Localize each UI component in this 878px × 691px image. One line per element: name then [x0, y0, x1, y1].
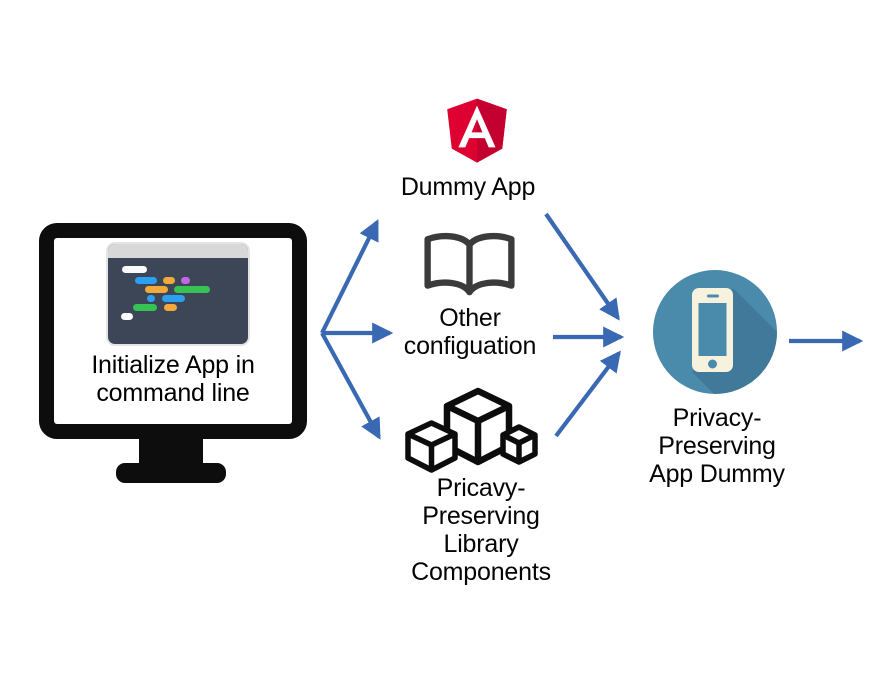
code-line: [145, 286, 168, 293]
node-label-library-components: Pricavy- Preserving Library Components: [371, 474, 591, 586]
node-label-initialize-app: Initialize App in command line: [54, 351, 292, 407]
code-line: [133, 304, 157, 311]
node-label-privacy-app-dummy: Privacy- Preserving App Dummy: [607, 404, 827, 488]
label-line: configuation: [403, 332, 537, 360]
label-line: Preserving: [658, 432, 776, 460]
node-label-dummy-app: Dummy App: [358, 173, 578, 201]
label-line: Privacy-: [672, 404, 762, 432]
code-line: [147, 295, 155, 302]
terminal-titlebar: [108, 244, 248, 258]
angular-logo-icon: [447, 98, 507, 163]
label-line: Preserving: [422, 502, 540, 530]
terminal-window-icon: [108, 244, 248, 344]
code-line: [164, 304, 177, 311]
node-label-other-configuration: Other configuation: [360, 304, 580, 360]
label-line: Pricavy-: [436, 474, 526, 502]
phone-icon: [692, 288, 733, 372]
code-line: [174, 286, 210, 293]
code-line: [122, 266, 147, 273]
cubes-icon: [405, 387, 538, 473]
code-line: [163, 277, 175, 284]
label-line: Library: [443, 530, 519, 558]
label-line: App Dummy: [649, 460, 785, 488]
monitor-stand-base: [116, 463, 226, 483]
label-line: Components: [411, 558, 551, 586]
arrow-dummy-app-to-privacy: [544, 212, 620, 321]
monitor-icon: Initialize App in command line: [39, 223, 307, 439]
code-line: [181, 277, 190, 284]
code-line: [162, 295, 185, 302]
label-line: Dummy App: [400, 173, 536, 201]
label-line: Initialize App in: [91, 351, 255, 379]
open-book-icon: [424, 232, 515, 296]
monitor-stand-neck: [139, 437, 203, 465]
smartphone-circle-icon: [653, 270, 777, 394]
code-line: [121, 313, 133, 320]
label-line: command line: [96, 379, 250, 407]
code-line: [135, 277, 157, 284]
label-line: Other: [439, 304, 501, 332]
phone-shadow: [692, 288, 777, 394]
